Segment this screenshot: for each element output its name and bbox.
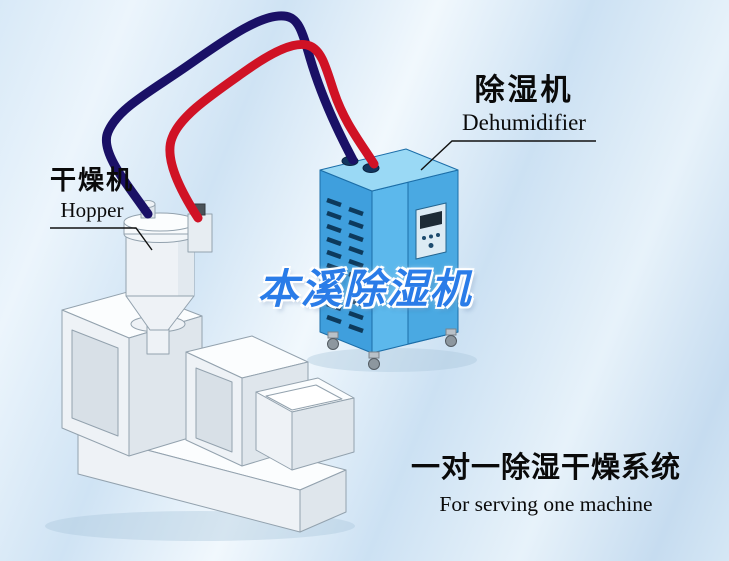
hopper-label-zh: 干燥机 <box>49 165 134 195</box>
extruder-illustration <box>61 289 355 533</box>
vent-slots <box>326 197 364 334</box>
control-panel <box>415 202 447 260</box>
callout-lines <box>50 140 596 251</box>
red-hose <box>165 40 379 223</box>
hopper-illustration <box>123 200 213 331</box>
watermark-text: 本溪除湿机 <box>257 266 473 312</box>
dehumidifier-pointer-line <box>420 140 596 171</box>
hopper-label: 干燥机 Hopper <box>44 166 140 222</box>
dehumidifier-label-en: Dehumidifier <box>462 110 586 135</box>
hopper-label-en: Hopper <box>60 197 124 222</box>
dehumidifier-label: 除湿机 Dehumidifier <box>448 74 600 136</box>
caption-en: For serving one machine <box>439 491 653 516</box>
hoses <box>101 11 379 223</box>
dehumidifier-label-zh: 除湿机 <box>474 74 574 107</box>
hopper-pointer-line <box>50 227 153 251</box>
navy-hose <box>101 11 358 219</box>
dehumidifier-illustration <box>319 148 459 370</box>
caster-wheels <box>327 328 457 370</box>
caption-zh: 一对一除湿干燥系统 <box>410 452 681 484</box>
caption: 一对一除湿干燥系统 For serving one machine <box>400 451 692 517</box>
